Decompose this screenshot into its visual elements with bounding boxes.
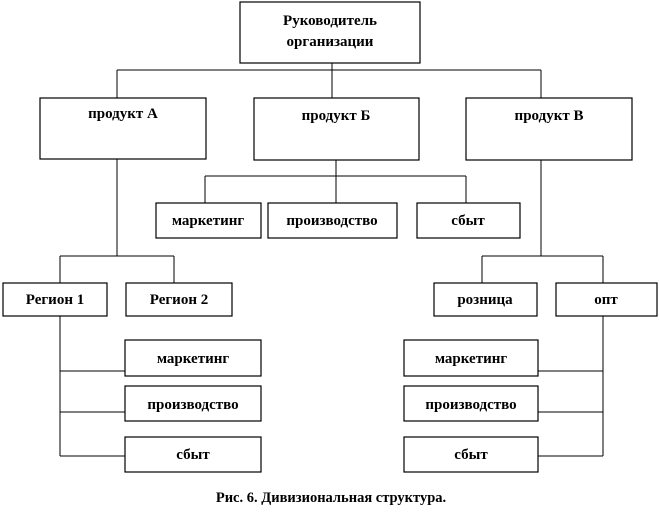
root-label-line2: организации xyxy=(287,34,374,50)
unit-region-1: Регион 1 xyxy=(26,292,84,308)
division-product-a: продукт А xyxy=(39,97,207,160)
division-label: продукт Б xyxy=(302,108,371,124)
function-marketing: маркетинг xyxy=(435,351,508,367)
function-production: производство xyxy=(425,397,516,413)
division-label: продукт А xyxy=(88,106,158,122)
product-c-units: розница опт xyxy=(433,282,658,317)
division-label: продукт В xyxy=(515,108,584,124)
function-production: производство xyxy=(147,397,238,413)
division-product-b: продукт Б xyxy=(253,97,420,161)
root-label-line1: Руководитель xyxy=(283,13,377,29)
function-sales: сбыт xyxy=(451,213,485,229)
function-production: производство xyxy=(286,213,377,229)
root-node: Руководитель организации xyxy=(239,1,421,64)
unit-retail: розница xyxy=(457,292,513,308)
unit-region-2: Регион 2 xyxy=(150,292,208,308)
region1-functions: маркетинг производство сбыт xyxy=(124,339,262,473)
function-sales: сбыт xyxy=(176,447,210,463)
connectors xyxy=(59,63,604,457)
function-marketing: маркетинг xyxy=(157,351,230,367)
unit-wholesale: опт xyxy=(594,292,618,308)
function-sales: сбыт xyxy=(454,447,488,463)
product-a-units: Регион 1 Регион 2 xyxy=(2,282,233,317)
division-product-c: продукт В xyxy=(465,97,633,161)
figure-caption: Рис. 6. Дивизиональная структура. xyxy=(216,490,446,506)
function-marketing: маркетинг xyxy=(172,213,245,229)
product-b-functions: маркетинг производство сбыт xyxy=(155,202,521,239)
wholesale-functions: маркетинг производство сбыт xyxy=(403,339,539,473)
